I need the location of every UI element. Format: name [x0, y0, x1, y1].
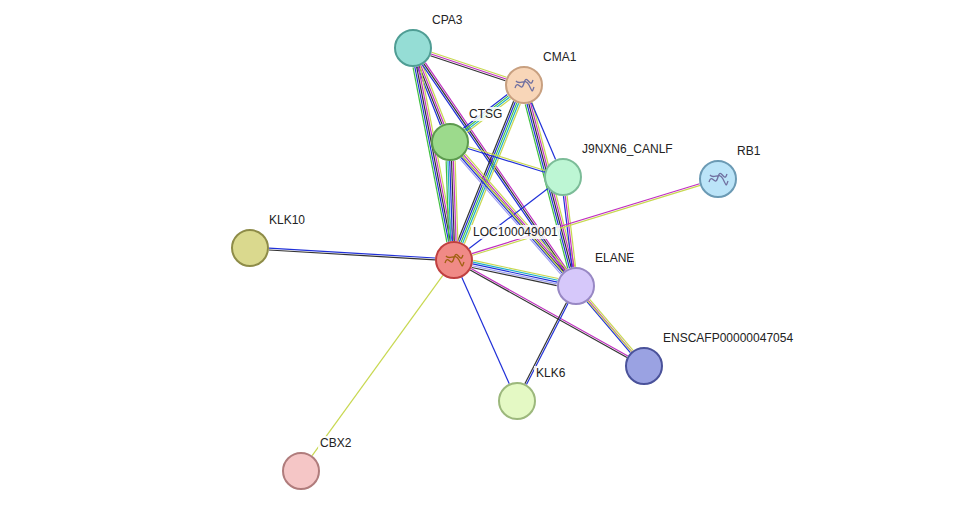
evidence-line: [459, 102, 515, 242]
structure-icon: [507, 68, 541, 102]
evidence-line: [269, 248, 435, 258]
interaction-edge: [269, 248, 435, 260]
evidence-line: [446, 161, 449, 241]
evidence-line: [471, 268, 628, 355]
evidence-line: [422, 65, 564, 272]
evidence-line: [587, 302, 630, 353]
interaction-edge: [472, 184, 700, 256]
node-label: RB1: [735, 144, 762, 158]
evidence-line: [469, 189, 548, 249]
evidence-line: [463, 94, 507, 128]
evidence-line: [458, 101, 514, 241]
structure-icon: [437, 243, 471, 277]
evidence-line: [461, 103, 517, 243]
structure-icon: [701, 162, 735, 196]
node-label: LOC100049001: [471, 225, 560, 239]
node-label: ELANE: [593, 251, 636, 265]
interaction-edge: [446, 161, 458, 241]
interaction-edge: [469, 189, 548, 249]
evidence-line: [424, 64, 566, 271]
interaction-edge: [472, 260, 558, 285]
node-label: CMA1: [541, 50, 578, 64]
evidence-line: [531, 102, 555, 159]
evidence-line: [468, 148, 545, 172]
protein-node: ELANE: [557, 267, 595, 305]
node-label: J9NXN6_CANLF: [580, 142, 675, 156]
evidence-line: [470, 270, 627, 357]
evidence-line: [462, 277, 509, 383]
node-label: ENSCAFP00000047054: [661, 331, 795, 345]
protein-node: J9NXN6_CANLF: [544, 158, 582, 196]
interaction-edge: [430, 52, 506, 80]
evidence-line: [565, 196, 573, 267]
evidence-line: [473, 264, 558, 282]
interaction-edge: [458, 101, 521, 243]
evidence-line: [467, 99, 511, 133]
evidence-line: [525, 302, 567, 383]
evidence-line: [472, 185, 700, 255]
evidence-line: [472, 266, 557, 284]
evidence-line: [463, 103, 519, 243]
protein-node: ENSCAFP00000047054: [625, 347, 663, 385]
node-label: KLK6: [534, 366, 567, 380]
evidence-line: [465, 96, 509, 130]
protein-node: CTSG: [431, 123, 469, 161]
protein-node: RB1: [699, 160, 737, 198]
interaction-edge: [468, 147, 545, 172]
protein-node: CBX2: [282, 452, 320, 490]
protein-node: KLK10: [231, 229, 269, 267]
protein-node: LOC100049001: [435, 241, 473, 279]
evidence-line: [466, 97, 510, 131]
evidence-line: [473, 262, 558, 280]
evidence-line: [590, 299, 633, 350]
node-label: CBX2: [318, 436, 353, 450]
protein-node: KLK6: [498, 382, 536, 420]
interaction-edge: [531, 102, 555, 159]
evidence-line: [567, 196, 575, 267]
evidence-line: [468, 147, 545, 171]
evidence-line: [431, 54, 506, 79]
protein-node: CMA1: [505, 66, 543, 104]
interaction-edge: [525, 302, 568, 384]
evidence-line: [473, 260, 558, 278]
interaction-edge: [563, 196, 575, 268]
evidence-line: [563, 196, 571, 267]
node-label: KLK10: [267, 213, 307, 227]
node-label: CPA3: [430, 13, 464, 27]
interaction-edge: [470, 268, 628, 357]
evidence-line: [312, 275, 443, 455]
evidence-line: [432, 52, 507, 77]
interaction-edge: [462, 277, 509, 383]
protein-node: CPA3: [394, 29, 432, 67]
evidence-line: [269, 250, 435, 260]
node-label: CTSG: [467, 107, 504, 121]
evidence-line: [430, 56, 505, 81]
interaction-edge: [312, 275, 443, 455]
evidence-line: [526, 303, 568, 384]
evidence-line: [472, 184, 700, 254]
